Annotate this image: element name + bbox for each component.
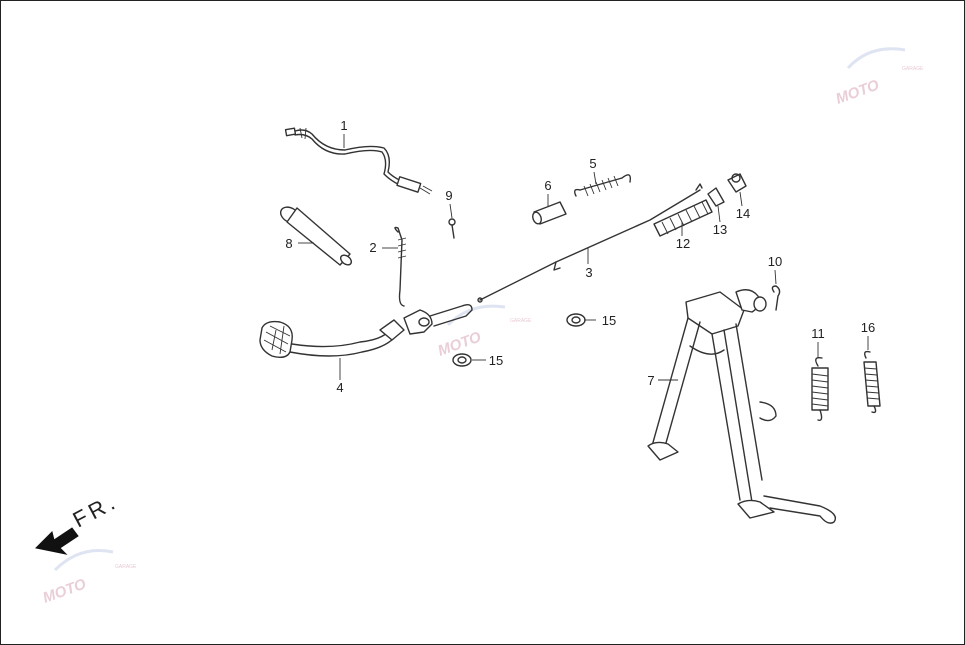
callout-4: 4 [336,380,343,395]
watermark-bottom-left: MOTO GARAGE [41,548,137,607]
watermark-text: MOTO [834,76,882,107]
part-13-joint [707,187,725,207]
part-1-switch-cable [284,127,433,195]
part-5-spring [573,174,632,197]
watermark-center: MOTO GARAGE [436,304,532,360]
callout-12: 12 [676,236,690,251]
part-8-pivot-pin [279,206,353,266]
part-10-cotter-pin [771,285,781,311]
part-12-rod-spring [653,199,713,237]
front-direction-label: FR. [69,488,123,532]
part-7-main-stand [647,289,837,524]
watermark-text: MOTO [41,575,89,606]
callout-10: 10 [768,254,782,269]
callout-1: 1 [340,118,347,133]
callout-14: 14 [736,206,750,221]
part-6-collar [532,201,567,225]
part-3-brake-rod [477,183,703,303]
part-16-stand-spring [863,350,881,414]
callout-11: 11 [811,326,825,341]
callout-8: 8 [285,236,292,251]
part-2-spring [394,226,407,307]
callout-7: 7 [647,373,654,388]
watermark-subtext: GARAGE [902,66,924,72]
leader-lines [298,134,869,381]
part-9-cotter-pin [448,218,456,239]
callout-15-a: 15 [602,313,616,328]
callout-13: 13 [713,222,727,237]
part-11-stand-spring [811,356,829,421]
part-14-nut [727,173,747,193]
callout-6: 6 [544,178,551,193]
front-direction-arrow: FR. [34,488,123,555]
callout-15-b: 15 [489,353,503,368]
part-4-brake-pedal [259,303,473,359]
part-15-washer-b [452,353,472,367]
callout-3: 3 [585,265,592,280]
callout-16: 16 [861,320,875,335]
watermark-subtext: GARAGE [115,564,137,570]
callout-9: 9 [445,188,452,203]
part-15-washer-a [566,313,586,327]
watermark-subtext: GARAGE [510,318,532,324]
watermark-top-right: MOTO GARAGE [834,47,924,108]
callout-5: 5 [589,156,596,171]
callout-2: 2 [369,240,376,255]
